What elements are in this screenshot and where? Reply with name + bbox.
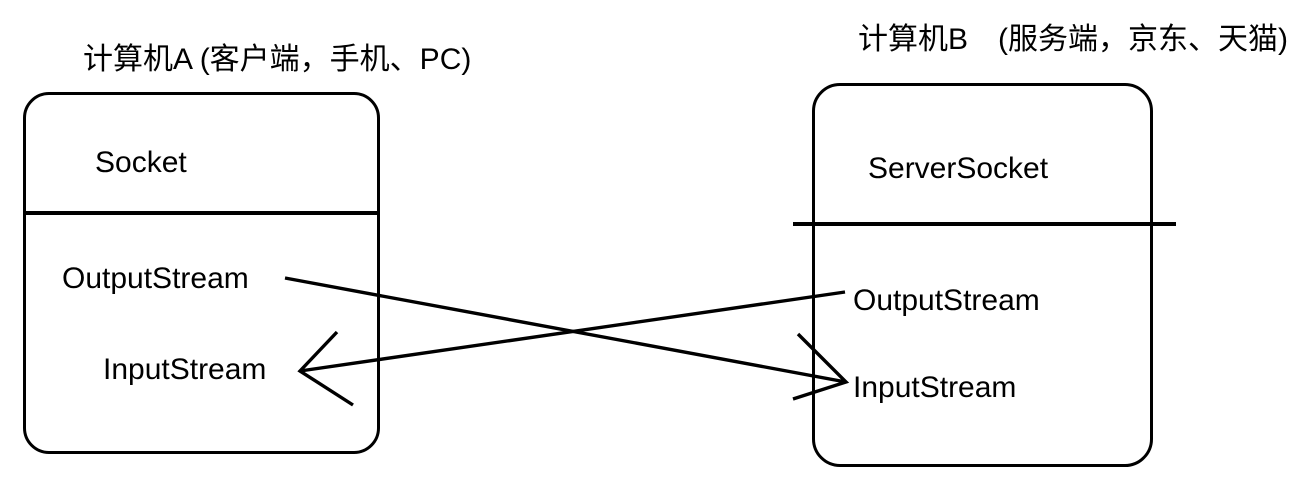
computer-a-outputstream-label: OutputStream bbox=[62, 262, 249, 295]
computer-b-divider bbox=[793, 222, 1176, 226]
computer-b-box bbox=[812, 83, 1153, 467]
computer-a-inputstream-label: InputStream bbox=[103, 353, 267, 386]
computer-b-outputstream-label: OutputStream bbox=[853, 284, 1040, 317]
computer-b-serversocket-label: ServerSocket bbox=[868, 152, 1049, 185]
computer-a-divider bbox=[25, 211, 378, 215]
computer-b-title: 计算机B (服务端，京东、天猫) bbox=[858, 23, 1288, 56]
computer-a-box bbox=[23, 92, 380, 454]
computer-a-socket-label: Socket bbox=[95, 146, 187, 179]
computer-a-title: 计算机A (客户端，手机、PC) bbox=[83, 43, 472, 76]
computer-b-inputstream-label: InputStream bbox=[853, 371, 1017, 404]
arrow-b-output-to-a-input-line bbox=[299, 290, 846, 373]
